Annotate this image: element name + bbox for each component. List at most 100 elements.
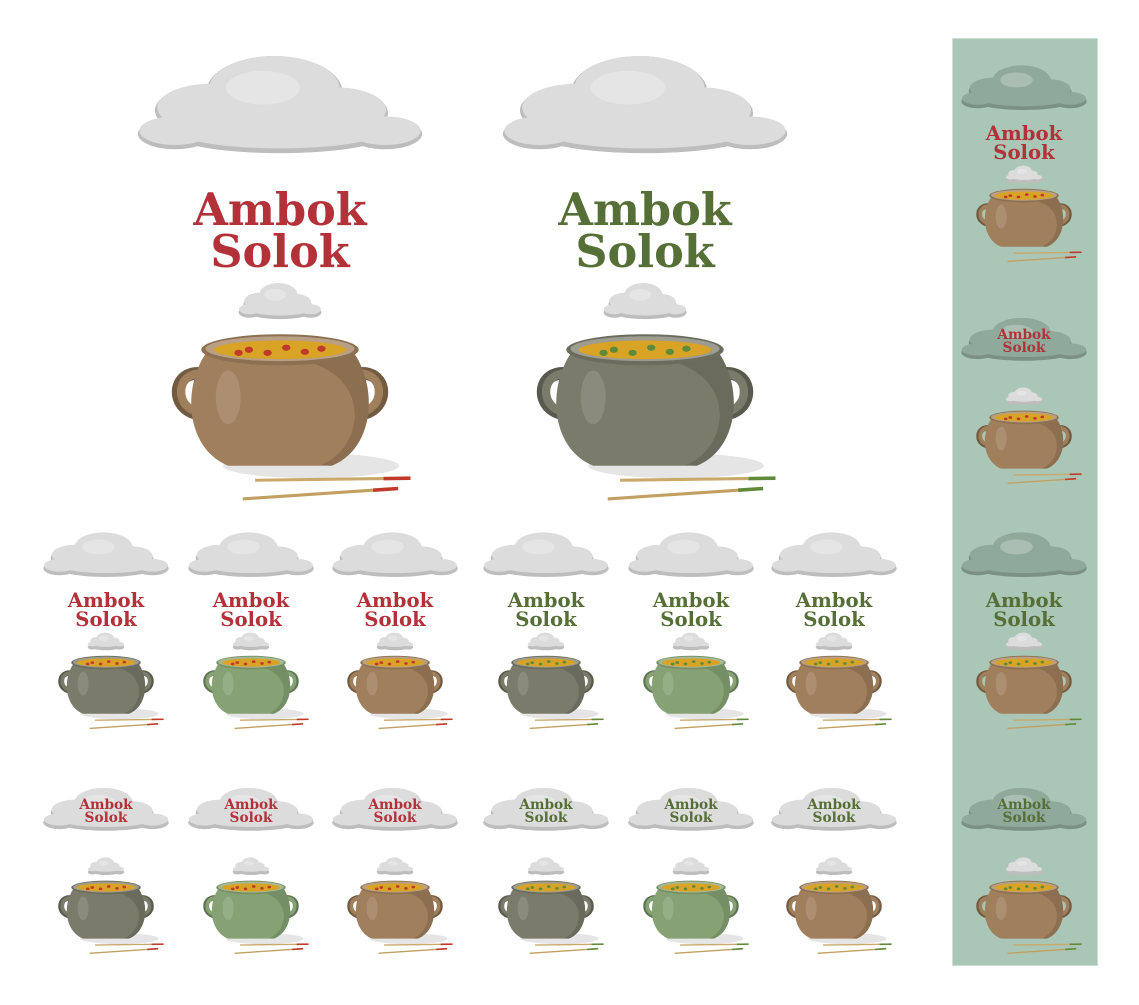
chopsticks-icon: [243, 478, 411, 499]
brand-word-solok: Solok: [331, 812, 459, 826]
steam-icon: [528, 633, 565, 651]
cooking-pot-icon: [646, 857, 749, 953]
brand-word-solok: Solok: [960, 143, 1088, 163]
chopsticks-icon: [235, 944, 309, 953]
chopsticks-icon: [530, 944, 604, 953]
cooking-pot-icon: [789, 633, 892, 729]
cloud-icon: [332, 532, 457, 577]
chopsticks-icon: [1008, 252, 1082, 261]
cloud-icon: [628, 532, 753, 577]
cooking-pot-icon: [178, 283, 411, 499]
steam-icon: [1006, 166, 1043, 184]
steam-icon: [673, 857, 710, 875]
steam-icon: [377, 633, 414, 651]
chopsticks-icon: [1008, 719, 1082, 728]
steam-icon: [1006, 387, 1043, 405]
cooking-pot-icon: [979, 166, 1082, 262]
brand-word-solok: Solok: [500, 230, 790, 275]
brand-word-solok: Solok: [770, 812, 898, 826]
cloud-icon: [961, 65, 1086, 110]
steam-icon: [816, 857, 853, 875]
brand-word-solok: Solok: [770, 610, 898, 630]
cloud-icon: [43, 532, 168, 577]
brand-word-solok: Solok: [482, 610, 610, 630]
brand-word-solok: Solok: [627, 610, 755, 630]
chopsticks-icon: [90, 944, 164, 953]
cooking-pot-icon: [61, 633, 164, 729]
chopsticks-icon: [235, 719, 309, 728]
cooking-pot-icon: [646, 633, 749, 729]
brand-word-solok: Solok: [960, 610, 1088, 630]
chopsticks-icon: [90, 719, 164, 728]
steam-icon: [233, 857, 270, 875]
steam-icon: [88, 633, 125, 651]
cloud-icon: [771, 532, 896, 577]
cooking-pot-icon: [979, 387, 1082, 483]
brand-word-solok: Solok: [42, 610, 170, 630]
cloud-icon: [483, 532, 608, 577]
cloud-icon: [188, 532, 313, 577]
brand-word-solok: Solok: [187, 610, 315, 630]
steam-icon: [528, 857, 565, 875]
cooking-pot-icon: [979, 633, 1082, 729]
cooking-pot-icon: [979, 857, 1082, 953]
cooking-pot-icon: [61, 857, 164, 953]
cooking-pot-icon: [501, 857, 604, 953]
cooking-pot-icon: [501, 633, 604, 729]
cooking-pot-icon: [789, 857, 892, 953]
brand-word-solok: Solok: [960, 812, 1088, 826]
cooking-pot-icon: [350, 633, 453, 729]
chopsticks-icon: [818, 944, 892, 953]
cloud-icon: [138, 56, 422, 153]
brand-word-solok: Solok: [187, 812, 315, 826]
chopsticks-icon: [379, 719, 453, 728]
steam-icon: [233, 633, 270, 651]
chopsticks-icon: [675, 719, 749, 728]
brand-word-solok: Solok: [331, 610, 459, 630]
steam-icon: [239, 283, 322, 319]
steam-icon: [88, 857, 125, 875]
chopsticks-icon: [818, 719, 892, 728]
steam-icon: [377, 857, 414, 875]
chopsticks-icon: [1008, 474, 1082, 483]
chopsticks-icon: [530, 719, 604, 728]
cloud-icon: [961, 532, 1086, 577]
cooking-pot-icon: [206, 633, 309, 729]
brand-word-solok: Solok: [482, 812, 610, 826]
steam-icon: [1006, 633, 1043, 651]
cooking-pot-icon: [350, 857, 453, 953]
cooking-pot-icon: [543, 283, 776, 499]
steam-icon: [816, 633, 853, 651]
chopsticks-icon: [675, 944, 749, 953]
brand-word-solok: Solok: [627, 812, 755, 826]
brand-word-solok: Solok: [960, 342, 1088, 356]
chopsticks-icon: [608, 478, 776, 499]
cloud-icon: [503, 56, 787, 153]
cooking-pot-icon: [206, 857, 309, 953]
chopsticks-icon: [1008, 944, 1082, 953]
chopsticks-icon: [379, 944, 453, 953]
steam-icon: [604, 283, 687, 319]
brand-word-solok: Solok: [42, 812, 170, 826]
brand-word-solok: Solok: [135, 230, 425, 275]
steam-icon: [1006, 857, 1043, 875]
steam-icon: [673, 633, 710, 651]
